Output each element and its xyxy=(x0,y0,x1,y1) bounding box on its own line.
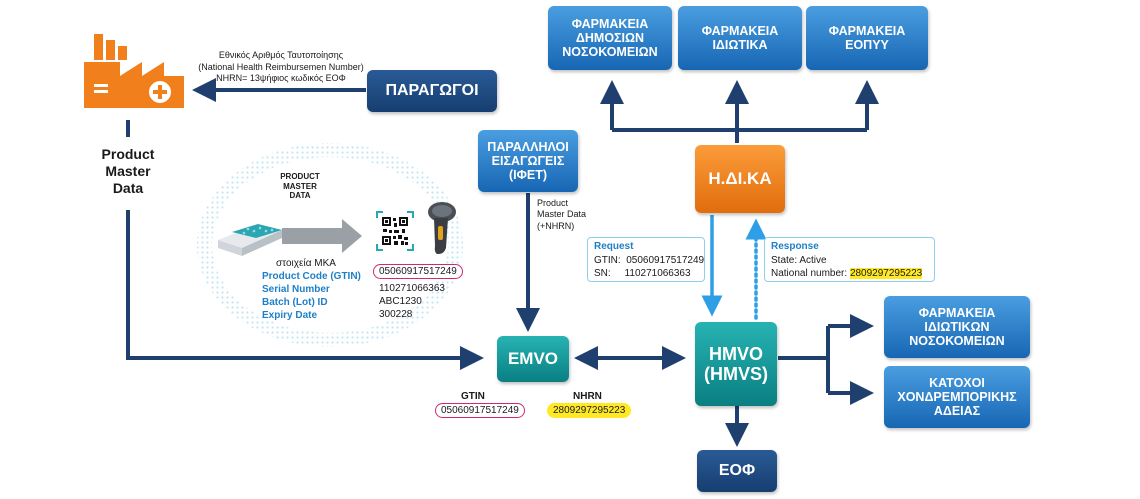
field-label-expiry: Expiry Date xyxy=(262,310,318,321)
stoixeia-mka: στοιχεία ΜΚΑ xyxy=(276,258,336,269)
eof-box[interactable]: ΕΟΦ xyxy=(697,450,777,492)
pmd-small-label: PRODUCT MASTER DATA xyxy=(280,172,320,201)
parallhloi-eisagogeis-box[interactable]: ΠΑΡΑΛΛΗΛΟΙ ΕΙΣΑΓΩΓΕΙΣ (ΙΦΕΤ) xyxy=(478,130,578,192)
field-values: 110271066363 ABC1230 300228 xyxy=(379,282,445,321)
factory-icon xyxy=(84,34,184,108)
response-national-value: 2809297295223 xyxy=(849,268,923,279)
field-label-gtin: Product Code (GTIN) xyxy=(262,271,361,282)
gtin-value: 05060917517249 xyxy=(435,403,525,418)
farmakeia-eopyy-box[interactable]: ΦΑΡΜΑΚΕΙΑ ΕΟΠΥΥ xyxy=(806,6,928,70)
barcode-scanner-icon xyxy=(428,202,456,254)
farmakeia-idiotikon-nosokomeion-box[interactable]: ΦΑΡΜΑΚΕΙΑ ΙΔΙΩΤΙΚΩΝ ΝΟΣΟΚΟΜΕΙΩΝ xyxy=(884,296,1030,358)
response-box: Response State: Active National number: … xyxy=(764,237,935,282)
request-title: Request xyxy=(594,241,634,252)
pack-icon xyxy=(218,224,282,256)
product-master-data-label: Product Master Data xyxy=(101,146,155,196)
nhrn-label: NHRN xyxy=(573,391,602,402)
response-title: Response xyxy=(771,241,819,252)
response-national-number: National number: 2809297295223 xyxy=(771,267,928,281)
field-labels: Product Code (GTIN) Serial Number Batch … xyxy=(262,270,361,322)
field-value-serial: 110271066363 xyxy=(379,283,445,294)
response-state: State: Active xyxy=(771,254,827,266)
katoxoi-xondremporikis-box[interactable]: ΚΑΤΟΧΟΙ ΧΟΝΔΡΕΜΠΟΡΙΚΗΣ ΑΔΕΙΑΣ xyxy=(884,366,1030,428)
emvo-box[interactable]: EMVO xyxy=(497,336,569,382)
nhrn-note: Εθνικός Αριθμός Ταυτοποίησης (National H… xyxy=(198,50,364,84)
request-sn: SN: 110271066363 xyxy=(594,268,691,279)
field-label-serial: Serial Number xyxy=(262,284,330,295)
field-value-batch: ABC1230 xyxy=(379,296,422,307)
field-label-batch: Batch (Lot) ID xyxy=(262,297,328,308)
farmakeia-dimosion-box[interactable]: ΦΑΡΜΑΚΕΙΑ ΔΗΜΟΣΙΩΝ ΝΟΣΟΚΟΜΕΙΩΝ xyxy=(548,6,672,70)
request-gtin: GTIN: 05060917517249 xyxy=(594,254,705,266)
pmd-nhrn-label: Product Master Data (+NHRN) xyxy=(537,198,587,231)
farmakeia-idiotika-box[interactable]: ΦΑΡΜΑΚΕΙΑ ΙΔΙΩΤΙΚΑ xyxy=(678,6,802,70)
nhrn-value: 2809297295223 xyxy=(547,403,632,418)
gray-arrow xyxy=(282,219,362,253)
field-value-gtin: 05060917517249 xyxy=(373,264,463,279)
response-national-label: National number: xyxy=(771,268,850,279)
field-value-expiry: 300228 xyxy=(379,309,413,320)
idika-box[interactable]: Η.ΔΙ.ΚΑ xyxy=(695,145,785,213)
hmvo-box[interactable]: HMVO (HMVS) xyxy=(695,322,777,406)
qr-code-icon xyxy=(376,211,414,251)
paragogoi-box[interactable]: ΠΑΡΑΓΩΓΟΙ xyxy=(367,70,497,112)
gtin-label: GTIN xyxy=(461,391,485,402)
request-box: Request GTIN: 05060917517249 SN: 1102710… xyxy=(587,237,705,282)
